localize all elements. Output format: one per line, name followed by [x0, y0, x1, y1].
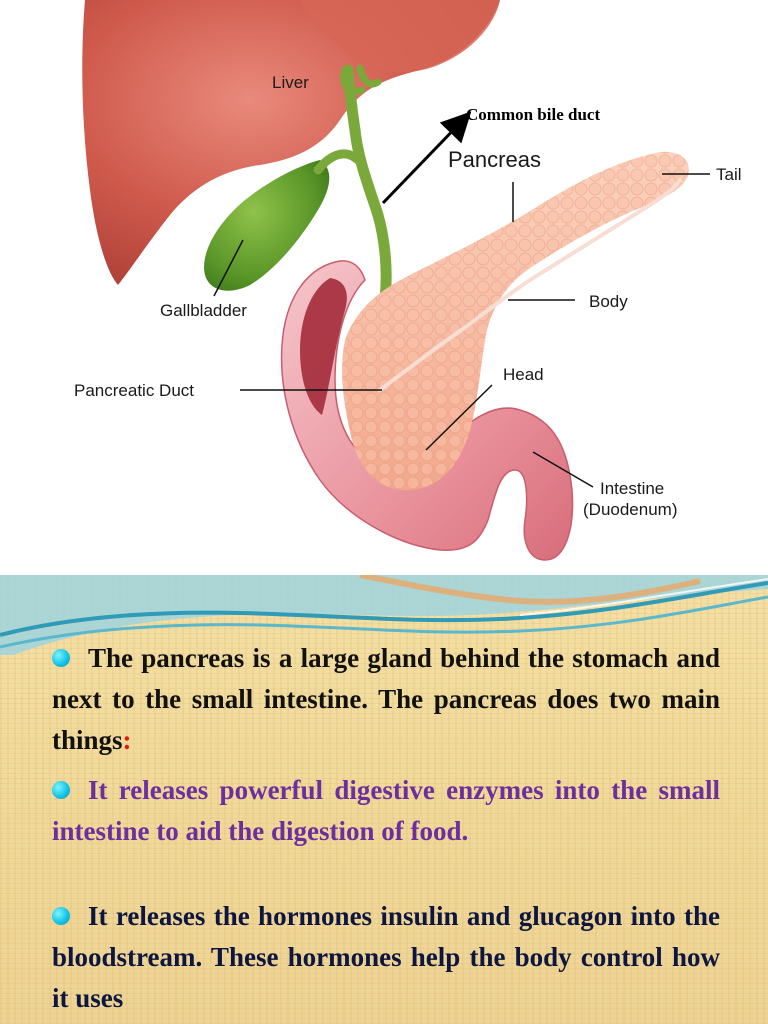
label-body: Body	[589, 292, 628, 311]
slide-text-panel: The pancreas is a large gland behind the…	[0, 575, 768, 1024]
duodenum-interior	[300, 278, 347, 415]
liver-lobe	[300, 0, 500, 73]
leader-gallbladder	[213, 239, 244, 297]
label-tail: Tail	[716, 165, 742, 184]
leader-intestine	[532, 451, 594, 488]
label-pancreas: Pancreas	[448, 147, 541, 172]
duodenum-shape	[280, 260, 574, 561]
label-common-bile-duct: Common bile duct	[466, 105, 600, 124]
label-intestine: Intestine	[600, 479, 664, 498]
pancreas-texture	[342, 151, 689, 491]
pancreatic-duct	[378, 178, 682, 392]
anatomy-illustration: Liver Common bile duct Pancreas Tail Gal…	[74, 0, 742, 561]
hepatic-duct	[340, 64, 382, 95]
leader-head	[425, 384, 493, 451]
common-bile-duct-arrow	[381, 111, 472, 205]
decorative-waves	[0, 575, 768, 655]
bullet-digestive-enzymes: It releases powerful digestive enzymes i…	[52, 770, 720, 852]
label-gallbladder: Gallbladder	[160, 301, 247, 320]
label-pancreatic-duct: Pancreatic Duct	[74, 381, 194, 400]
label-duodenum: (Duodenum)	[583, 500, 678, 519]
bullet-pancreas-intro: The pancreas is a large gland behind the…	[52, 638, 720, 761]
bullet-dot-icon	[52, 649, 70, 667]
bullet-dot-icon	[52, 907, 70, 925]
label-head: Head	[503, 365, 544, 384]
bullet-2-text: It releases powerful digestive enzymes i…	[52, 775, 720, 846]
bullet-1-text: The pancreas is a large gland behind the…	[52, 643, 720, 755]
label-liver: Liver	[272, 73, 309, 92]
gallbladder-shape	[204, 160, 330, 291]
pancreas-diagram: Liver Common bile duct Pancreas Tail Gal…	[74, 0, 742, 561]
bullet-1-colon: :	[122, 725, 132, 755]
bullet-3-text: It releases the hormones insulin and glu…	[52, 901, 720, 1013]
bullet-dot-icon	[52, 781, 70, 799]
bullet-hormones: It releases the hormones insulin and glu…	[52, 896, 720, 1019]
cystic-duct	[313, 149, 363, 175]
